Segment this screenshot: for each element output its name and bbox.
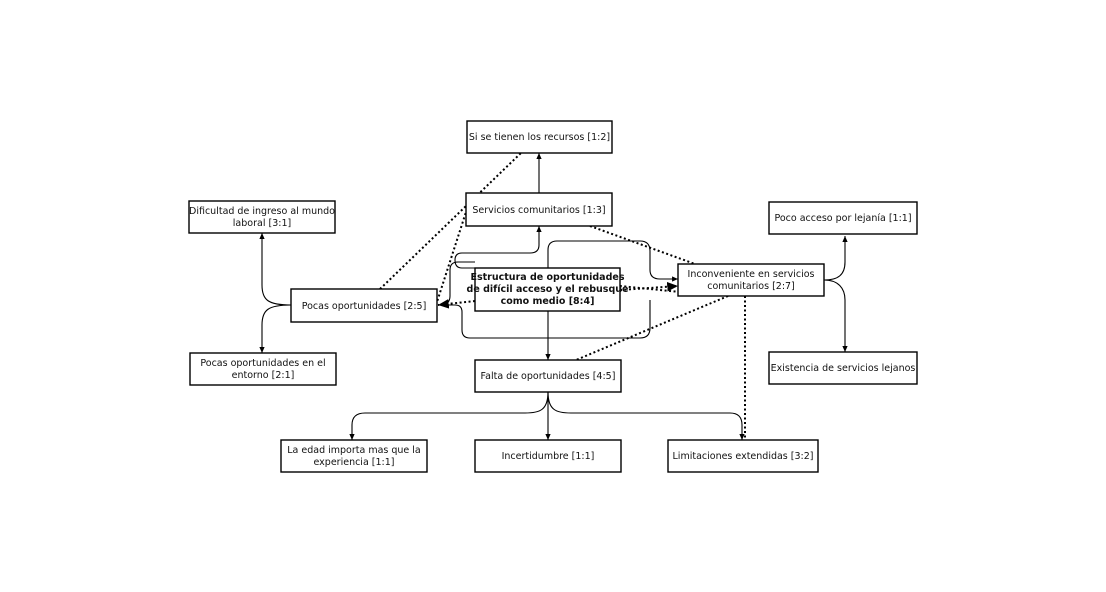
node-label: Existencia de servicios lejanos: [771, 363, 916, 374]
edge-falta-to-limitaciones: [547, 391, 745, 440]
edge-servicios-to-inconveniente: [589, 225, 696, 265]
node-existencia-servicios: Existencia de servicios lejanos: [768, 351, 918, 385]
edge-inconveniente-to-estructura-edge: [619, 285, 681, 293]
diagram-edges: [259, 152, 848, 440]
diagram-nodes: Si se tienen los recursos [1:2] Servicio…: [188, 120, 918, 473]
node-label: Incertidumbre [1:1]: [502, 451, 595, 462]
node-label: entorno [2:1]: [232, 370, 295, 381]
node-inconveniente: Inconveniente en servicios comunitarios …: [677, 263, 825, 297]
edge-estructura-dotted-inconveniente: [619, 281, 679, 292]
node-label: Poco acceso por lejanía [1:1]: [774, 213, 911, 224]
edge-inconveniente-to-falta: [575, 295, 729, 361]
node-dificultad-ingreso: Dificultad de ingreso al mundo laboral […: [188, 200, 336, 234]
node-limitaciones: Limitaciones extendidas [3:2]: [667, 439, 819, 473]
edge-pocas-to-dificultad: [259, 233, 292, 306]
node-label: La edad importa mas que la: [287, 445, 421, 456]
edge-falta-to-edad: [349, 391, 549, 440]
edge-inconveniente-to-existencia: [823, 279, 848, 352]
node-falta-oportunidades: Falta de oportunidades [4:5]: [474, 359, 622, 393]
node-incertidumbre: Incertidumbre [1:1]: [474, 439, 622, 473]
node-label: experiencia [1:1]: [314, 457, 395, 468]
edge-pocas-to-entorno: [259, 304, 292, 353]
edge-estructura-to-pocas: [437, 299, 476, 309]
edge-pocas-to-servicios: [435, 211, 467, 306]
node-si-recursos: Si se tienen los recursos [1:2]: [466, 120, 613, 154]
edge-estructura-to-inconveniente: [547, 240, 678, 282]
node-label: Si se tienen los recursos [1:2]: [469, 132, 610, 143]
node-label: Servicios comunitarios [1:3]: [472, 205, 605, 216]
node-label: de difícil acceso y el rebusque: [467, 284, 629, 295]
edge-inconveniente-to-poco-acceso: [823, 236, 848, 281]
node-label: Pocas oportunidades en el: [200, 358, 325, 369]
node-label: comunitarios [2:7]: [707, 281, 795, 292]
node-pocas-oportunidades: Pocas oportunidades [2:5]: [290, 288, 438, 323]
node-label: Pocas oportunidades [2:5]: [302, 301, 427, 312]
node-servicios-comunitarios: Servicios comunitarios [1:3]: [465, 192, 613, 227]
node-label: como medio [8:4]: [501, 296, 595, 307]
edge-loop-left-lower: [438, 300, 651, 339]
node-label: laboral [3:1]: [233, 218, 291, 229]
node-edad-importa: La edad importa mas que la experiencia […: [280, 439, 428, 473]
node-label: Limitaciones extendidas [3:2]: [673, 451, 814, 462]
node-label: Falta de oportunidades [4:5]: [481, 371, 616, 382]
node-pocas-entorno: Pocas oportunidades en el entorno [2:1]: [189, 352, 337, 386]
node-label: Inconveniente en servicios: [688, 269, 815, 280]
node-estructura: Estructura de oportunidades de difícil a…: [467, 267, 629, 312]
node-label: Estructura de oportunidades: [471, 272, 625, 283]
edge-estructura-to-servicios: [454, 226, 542, 269]
node-poco-acceso: Poco acceso por lejanía [1:1]: [768, 201, 918, 235]
node-label: Dificultad de ingreso al mundo: [189, 206, 335, 217]
edge-pocas-to-recursos: [379, 152, 522, 290]
